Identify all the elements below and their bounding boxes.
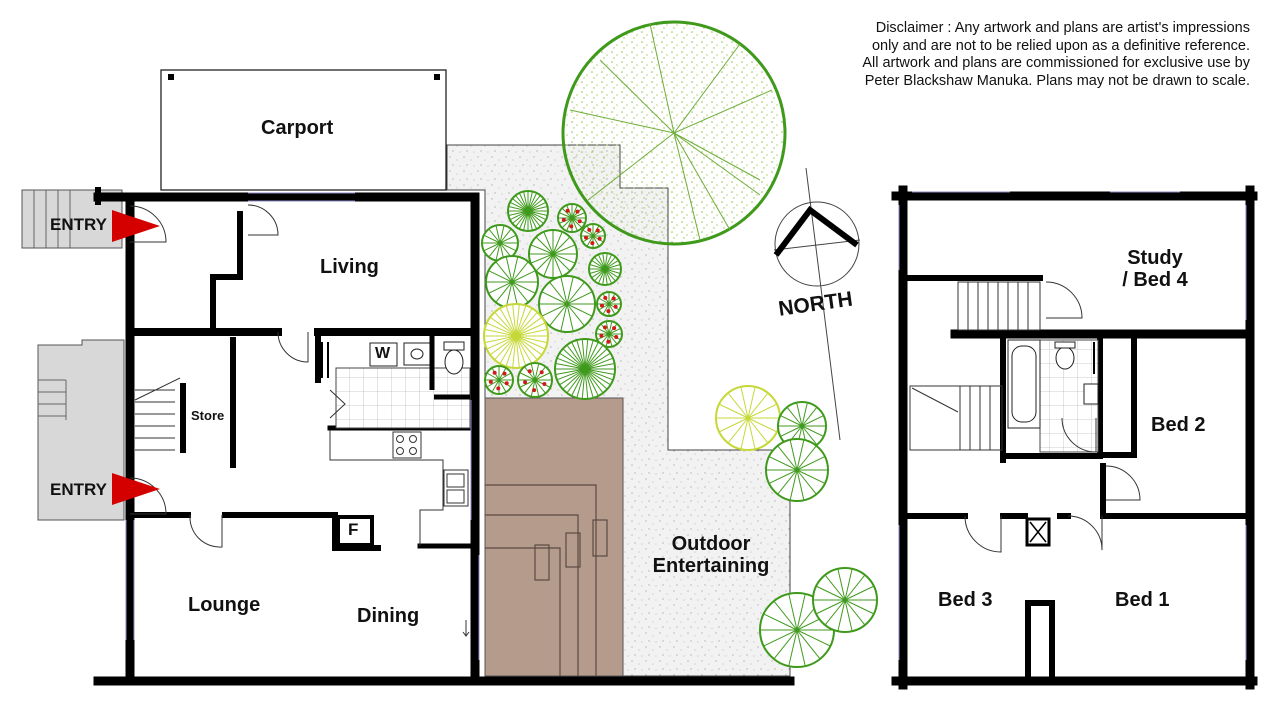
shrub-0 — [507, 190, 549, 232]
laundry-area — [321, 332, 471, 429]
upper-doors — [964, 281, 1141, 553]
entry-label-bottom: ENTRY — [50, 480, 107, 499]
shrub-5 — [588, 252, 622, 286]
upper-bathroom — [1007, 339, 1101, 453]
study-bed4-label: Study / Bed 4 — [1110, 247, 1200, 291]
disclaimer-line-2: only and are not to be relied upon as a … — [871, 37, 1250, 54]
ground-internal-stairs — [134, 377, 181, 451]
disclaimer-text: Disclaimer : Any artwork and plans are a… — [820, 20, 1250, 91]
entry-label-top: ENTRY — [50, 215, 107, 234]
bed2-label: Bed 2 — [1151, 414, 1206, 436]
garden-trees-right — [715, 385, 878, 668]
shrub-8 — [596, 291, 622, 317]
fridge-space — [336, 515, 374, 547]
tree-right-2 — [765, 438, 829, 502]
large-tree — [561, 20, 787, 246]
disclaimer-line-4: Peter Blackshaw Manuka. Plans may not be… — [864, 73, 1250, 90]
study-label-line1: Study — [1127, 247, 1183, 269]
ground-windows — [125, 192, 480, 660]
shrub-10 — [595, 320, 623, 348]
garden-shrubs — [481, 190, 623, 400]
tree-right-0 — [715, 385, 781, 451]
fridge-f-label: F — [348, 520, 359, 539]
shrub-12 — [517, 362, 553, 398]
shrub-2 — [580, 223, 606, 249]
sliding-door-arrow — [462, 620, 470, 637]
outdoor-label-line2: Entertaining — [652, 555, 770, 577]
upper-windows — [898, 191, 1247, 660]
upper-floor-walls — [891, 185, 1258, 690]
shrub-6 — [485, 255, 539, 309]
disclaimer-line-3: All artwork and plans are commissioned f… — [862, 55, 1250, 72]
upper-stairs — [909, 281, 1041, 451]
carport-outline — [160, 69, 447, 191]
shrub-11 — [554, 338, 616, 400]
dining-label: Dining — [357, 605, 420, 627]
north-compass — [773, 167, 861, 441]
shrub-13 — [484, 365, 514, 395]
carport-label: Carport — [261, 117, 334, 139]
outdoor-label-line1: Outdoor — [671, 533, 751, 555]
timber-deck — [484, 397, 624, 677]
shrub-3 — [481, 224, 519, 262]
shrub-1 — [557, 203, 587, 233]
store-label: Store — [191, 408, 225, 423]
bed1-label: Bed 1 — [1115, 589, 1170, 611]
kitchen-benches — [329, 430, 469, 546]
entry-steps-bottom — [37, 339, 125, 521]
laundry-w-label: W — [375, 345, 391, 362]
shrub-7 — [538, 275, 596, 333]
study-label-line2: / Bed 4 — [1122, 269, 1188, 291]
bed3-label: Bed 3 — [938, 589, 993, 611]
upper-linen-cupboard — [1025, 517, 1051, 547]
shrub-9 — [483, 303, 549, 369]
entry-arrows — [112, 210, 160, 505]
shrub-4 — [528, 229, 578, 279]
disclaimer-line-1: Disclaimer : Any artwork and plans are a… — [875, 20, 1250, 36]
tree-right-4 — [812, 567, 878, 633]
outdoor-entertaining-label: Outdoor Entertaining — [648, 533, 774, 577]
living-label: Living — [320, 256, 379, 278]
lounge-label: Lounge — [188, 594, 261, 616]
